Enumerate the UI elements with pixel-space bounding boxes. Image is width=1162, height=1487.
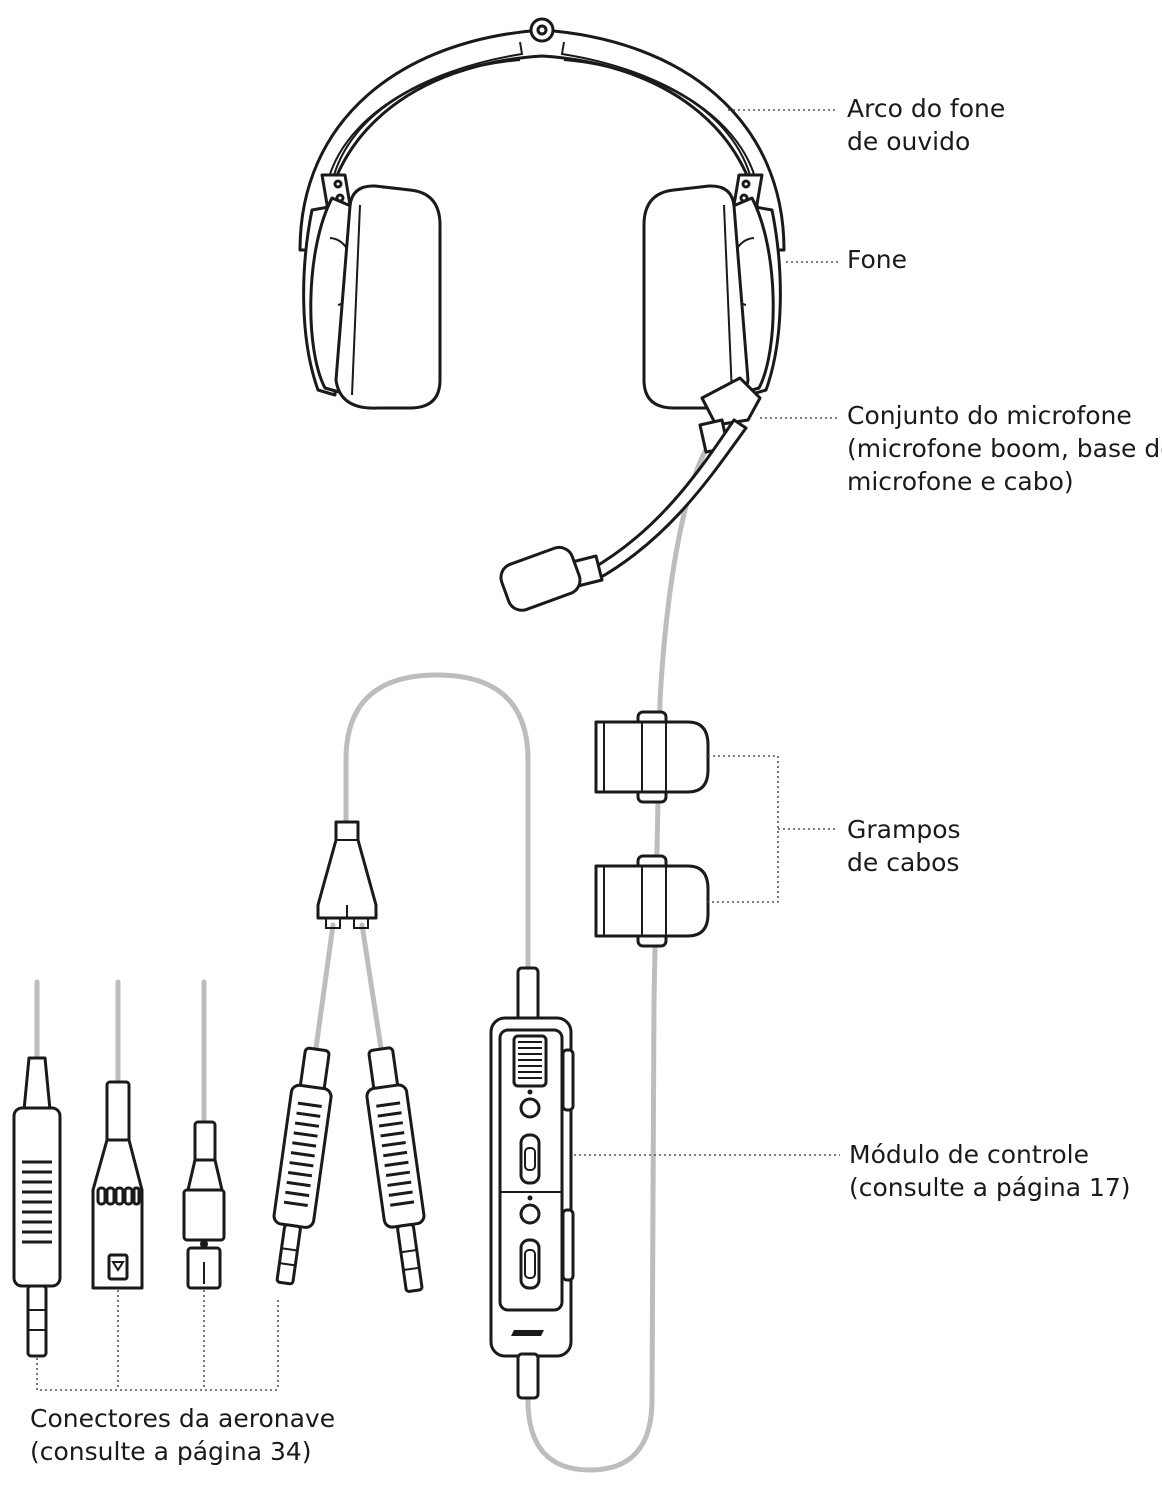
label-aircraft-connectors: Conectores da aeronave (consulte a págin… bbox=[30, 1402, 335, 1468]
label-earcup: Fone bbox=[847, 243, 907, 276]
label-cable-clips: Grampos de cabos bbox=[847, 813, 961, 879]
label-headband: Arco do fone de ouvido bbox=[847, 92, 1005, 158]
twin-plug-right-tip bbox=[397, 1224, 422, 1292]
label-earcup-line-1: Fone bbox=[847, 243, 907, 276]
twin-plug-right-neck bbox=[369, 1047, 398, 1090]
connector-2-latch bbox=[109, 1255, 127, 1279]
cables bbox=[37, 440, 712, 1470]
leader-clips bbox=[708, 756, 838, 902]
label-module-line-1: Módulo de controle bbox=[849, 1138, 1131, 1171]
cable-loop bbox=[346, 675, 528, 975]
module-bottom-strain-relief bbox=[518, 1354, 538, 1398]
connector-3-neck bbox=[195, 1122, 215, 1162]
module-button-2 bbox=[521, 1205, 539, 1223]
right-ear-cushion bbox=[644, 186, 748, 408]
y-splitter-body bbox=[318, 822, 376, 918]
twin-plug-left-handle bbox=[273, 1084, 332, 1228]
leader-connectors bbox=[37, 1290, 278, 1390]
label-mic-line-1: Conjunto do microfone bbox=[847, 399, 1162, 432]
label-connectors-line-2: (consulte a página 34) bbox=[30, 1435, 335, 1468]
connector-plug-1 bbox=[14, 1058, 60, 1356]
connector-1-neck bbox=[24, 1058, 50, 1110]
cable-split-right bbox=[362, 925, 381, 1048]
connector-3-collar bbox=[188, 1160, 222, 1190]
volume-wheel-ridges bbox=[518, 1042, 542, 1078]
label-module-line-2: (consulte a página 17) bbox=[849, 1171, 1131, 1204]
cable-clip-1 bbox=[596, 712, 708, 802]
left-earcup bbox=[304, 175, 440, 408]
label-headband-line-2: de ouvido bbox=[847, 125, 1005, 158]
label-mic-line-3: microfone e cabo) bbox=[847, 465, 1162, 498]
connector-1-handle bbox=[14, 1108, 60, 1286]
twin-plug-left bbox=[265, 1047, 337, 1286]
label-headband-line-1: Arco do fone bbox=[847, 92, 1005, 125]
left-yoke-screw-1 bbox=[335, 181, 341, 187]
label-clips-line-2: de cabos bbox=[847, 846, 961, 879]
module-brand-logo bbox=[511, 1330, 544, 1336]
connector-plug-3 bbox=[184, 1122, 224, 1288]
twin-plug-right bbox=[361, 1046, 435, 1293]
connector-2-pins bbox=[98, 1188, 139, 1204]
module-side-button-lower bbox=[563, 1210, 573, 1280]
connector-plug-2 bbox=[93, 1082, 142, 1288]
module-top-strain-relief bbox=[518, 968, 538, 1022]
label-mic-assembly: Conjunto do microfone (microfone boom, b… bbox=[847, 399, 1162, 498]
label-mic-line-2: (microfone boom, base do bbox=[847, 432, 1162, 465]
module-switch-2 bbox=[521, 1240, 539, 1288]
boom-microphone bbox=[497, 378, 760, 614]
label-clips-line-1: Grampos bbox=[847, 813, 961, 846]
module-switch-1 bbox=[521, 1135, 539, 1183]
connector-1-tip bbox=[28, 1286, 46, 1356]
connector-3-body bbox=[184, 1190, 224, 1240]
label-control-module: Módulo de controle (consulte a página 17… bbox=[849, 1138, 1131, 1204]
left-ear-cushion bbox=[336, 186, 440, 408]
module-button-1 bbox=[521, 1099, 539, 1117]
mic-windscreen bbox=[497, 543, 584, 614]
cable-split-left bbox=[316, 925, 333, 1048]
twin-plug-left-neck bbox=[300, 1048, 329, 1091]
module-indicator-1 bbox=[528, 1090, 533, 1095]
mic-boom-arm bbox=[590, 420, 746, 580]
label-connectors-line-1: Conectores da aeronave bbox=[30, 1402, 335, 1435]
cable-clip-2 bbox=[596, 856, 708, 946]
twin-plug-left-tip bbox=[277, 1225, 301, 1285]
right-earcup bbox=[644, 175, 780, 408]
clip-2-body bbox=[596, 866, 708, 936]
y-splitter bbox=[318, 822, 376, 928]
right-yoke-screw-1 bbox=[743, 181, 749, 187]
clip-1-body bbox=[596, 722, 708, 792]
module-indicator-2 bbox=[528, 1196, 533, 1201]
connector-2-neck bbox=[107, 1082, 129, 1142]
twin-plug-right-handle bbox=[366, 1084, 425, 1228]
headband-pivot-inner bbox=[538, 26, 546, 34]
module-side-button-upper bbox=[563, 1050, 573, 1110]
control-module bbox=[491, 968, 573, 1398]
